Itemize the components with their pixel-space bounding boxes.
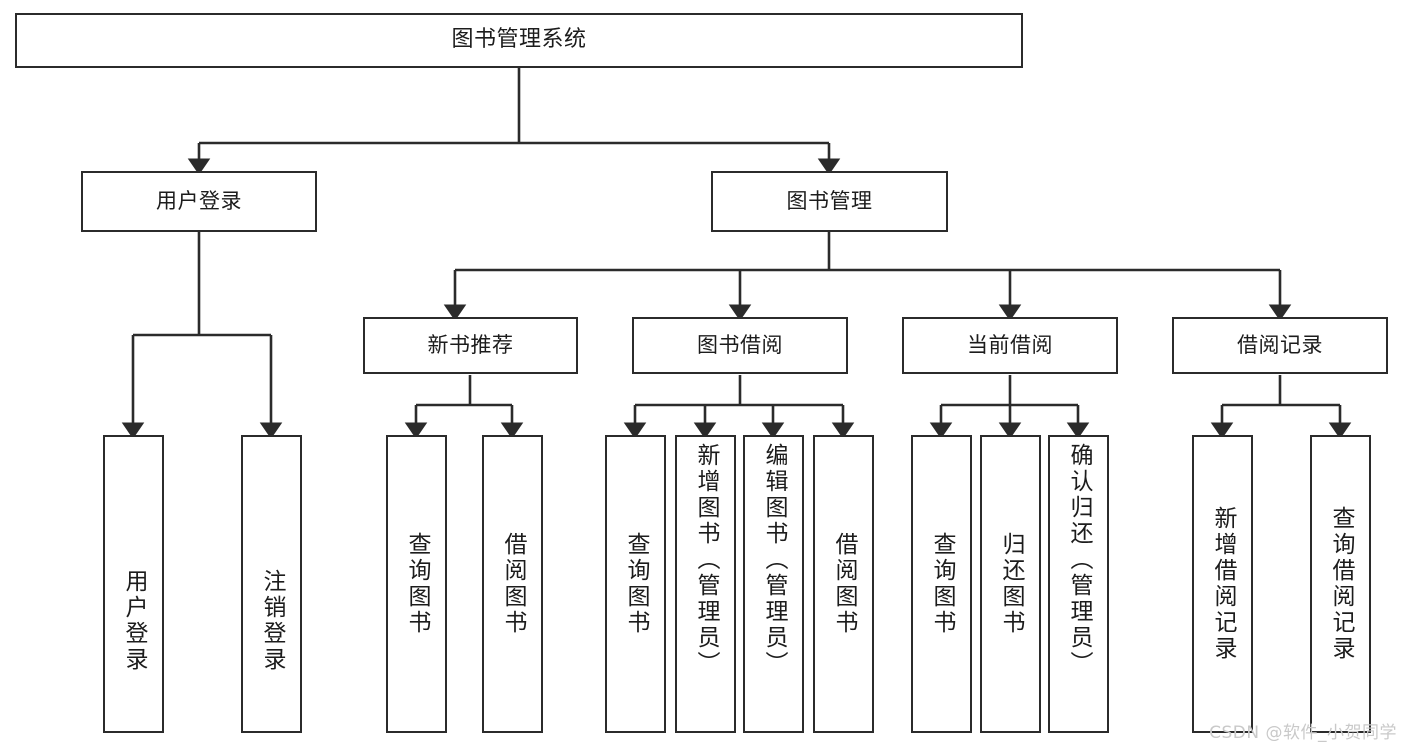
node-label: 借阅图书 — [500, 532, 526, 636]
node-label: 新增借阅记录 — [1210, 506, 1236, 662]
node-root-system[interactable]: 图书管理系统 — [15, 13, 1023, 68]
node-label: 查询图书 — [929, 532, 955, 636]
node-book-management[interactable]: 图书管理 — [711, 171, 948, 232]
leaf-add-book-admin[interactable]: 新增图书（管理员） — [675, 435, 736, 733]
csdn-watermark: CSDN @软件_小贺同学 — [1209, 723, 1397, 743]
node-label: 查询图书 — [623, 532, 649, 636]
node-label: 图书借阅 — [697, 332, 783, 357]
node-new-book-recommend[interactable]: 新书推荐 — [363, 317, 578, 374]
node-label: 用户登录 — [121, 569, 147, 673]
node-label: 查询借阅记录 — [1328, 506, 1354, 662]
node-current-borrow[interactable]: 当前借阅 — [902, 317, 1118, 374]
node-label: 确认归还（管理员） — [1066, 443, 1092, 677]
node-label: 注销登录 — [259, 569, 285, 673]
leaf-query-book-current[interactable]: 查询图书 — [911, 435, 972, 733]
node-label: 归还图书 — [998, 532, 1024, 636]
node-label: 图书管理系统 — [451, 27, 587, 53]
leaf-borrow-book-recommend[interactable]: 借阅图书 — [482, 435, 543, 733]
node-label: 借阅记录 — [1237, 332, 1323, 357]
leaf-logout[interactable]: 注销登录 — [241, 435, 302, 733]
leaf-query-book-borrow[interactable]: 查询图书 — [605, 435, 666, 733]
leaf-query-borrow-record[interactable]: 查询借阅记录 — [1310, 435, 1371, 733]
leaf-query-book-recommend[interactable]: 查询图书 — [386, 435, 447, 733]
node-label: 用户登录 — [156, 188, 242, 213]
node-label: 新书推荐 — [427, 332, 514, 357]
leaf-add-borrow-record[interactable]: 新增借阅记录 — [1192, 435, 1253, 733]
leaf-edit-book-admin[interactable]: 编辑图书（管理员） — [743, 435, 804, 733]
node-borrow-record[interactable]: 借阅记录 — [1172, 317, 1388, 374]
node-label: 图书管理 — [786, 188, 873, 213]
node-label: 编辑图书（管理员） — [761, 443, 787, 677]
node-label: 查询图书 — [404, 532, 430, 636]
node-user-login[interactable]: 用户登录 — [81, 171, 317, 232]
leaf-user-login[interactable]: 用户登录 — [103, 435, 164, 733]
node-book-borrow[interactable]: 图书借阅 — [632, 317, 848, 374]
node-label: 当前借阅 — [967, 332, 1053, 357]
leaf-confirm-return-admin[interactable]: 确认归还（管理员） — [1048, 435, 1109, 733]
leaf-return-book[interactable]: 归还图书 — [980, 435, 1041, 733]
node-label: 借阅图书 — [831, 532, 857, 636]
leaf-borrow-book[interactable]: 借阅图书 — [813, 435, 874, 733]
node-label: 新增图书（管理员） — [693, 443, 719, 677]
